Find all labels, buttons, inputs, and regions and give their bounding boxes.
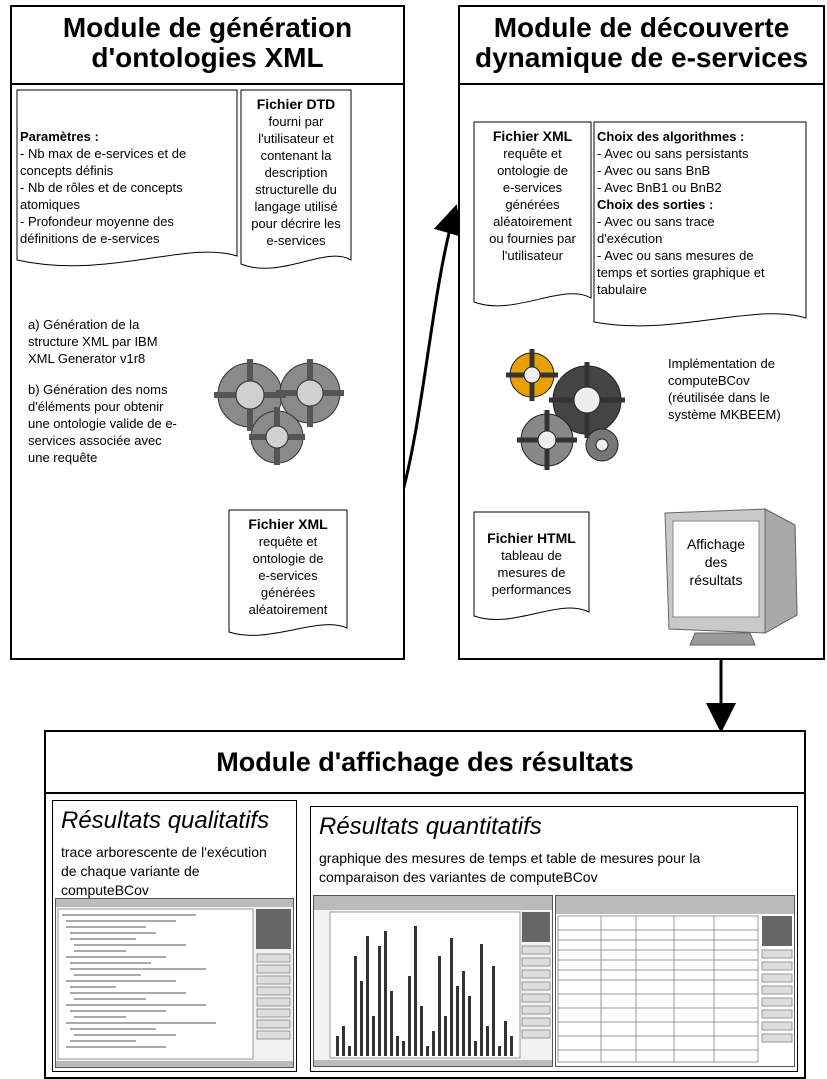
xml-output-line: ontologie de [252, 551, 324, 566]
quant-line: comparaison des variantes de computeBCov [319, 869, 598, 885]
step-b-line: une ontologie valide de e- [28, 416, 177, 431]
xml-input-line: requête et [503, 146, 562, 161]
xml-input-heading: Fichier XML [492, 128, 573, 144]
out-line: - Avec ou sans trace [597, 214, 715, 229]
implementation-text: Implémentation de computeBCov (réutilisé… [668, 355, 818, 423]
params-line: concepts définis [20, 163, 114, 178]
qualitative-title: Résultats qualitatifs [61, 807, 270, 834]
html-file-heading: Fichier HTML [487, 530, 576, 546]
dtd-line: pour décrire les [251, 216, 341, 231]
table-screenshot-image [556, 896, 794, 1063]
quant-line: graphique des mesures de temps et table … [319, 850, 701, 866]
params-line: définitions de e-services [20, 231, 160, 246]
table-screenshot [555, 895, 795, 1067]
step-b-line: d'éléments pour obtenir [28, 399, 164, 414]
monitor-line: Affichage [686, 536, 746, 552]
html-file-line: mesures de [497, 565, 566, 580]
algo-line: - Avec ou sans BnB [597, 163, 711, 178]
dtd-line: contenant la [260, 148, 332, 163]
gears-icon [506, 349, 625, 470]
chart-screenshot-image [314, 896, 552, 1066]
step-b-line: services associée avec [28, 433, 162, 448]
step-a-line: XML Generator v1r8 [28, 351, 146, 366]
xml-input-line: générées [505, 197, 560, 212]
generation-module-title: Module de génération d'ontologies XML [12, 7, 403, 85]
step-b-line: une requête [28, 450, 98, 465]
display-module-title: Module d'affichage des résultats [46, 732, 804, 794]
step-a-line: structure XML par IBM [28, 334, 158, 349]
params-document: Paramètres : - Nb max de e-services et d… [16, 89, 238, 267]
xml-input-line: aléatoirement [493, 214, 572, 229]
discovery-module-title: Module de découverte dynamique de e-serv… [460, 7, 823, 85]
monitor-icon [664, 508, 798, 646]
xml-output-heading: Fichier XML [248, 516, 328, 532]
params-line: - Nb max de e-services et de [20, 146, 187, 161]
out-line: tabulaire [597, 282, 647, 297]
step-b-line: b) Génération des noms [28, 382, 168, 397]
monitor-line: résultats [689, 572, 743, 588]
dtd-document: Fichier DTD fourni par l'utilisateur et … [240, 89, 352, 269]
xml-input-line: ou fournies par [489, 231, 576, 246]
qualitative-panel: Résultats qualitatifs trace arborescente… [52, 800, 297, 1072]
xml-output-line: requête et [258, 534, 318, 549]
xml-input-line: ontologie de [497, 163, 568, 178]
chart-screenshot [313, 895, 553, 1067]
out-line: temps et sorties graphique et [597, 265, 765, 280]
impl-line: système MKBEEM) [668, 407, 781, 422]
params-line: - Nb de rôles et de concepts [20, 180, 183, 195]
generation-steps: a) Génération de la structure XML par IB… [28, 316, 218, 466]
xml-output-line: aléatoirement [248, 602, 328, 617]
algo-line: - Avec ou sans persistants [597, 146, 749, 161]
qual-line: computeBCov [61, 882, 149, 898]
out-heading: Choix des sorties : [597, 197, 714, 212]
impl-line: computeBCov [668, 373, 750, 388]
dtd-line: e-services [266, 233, 326, 248]
dtd-line: langage utilisé [254, 199, 338, 214]
monitor-label: Affichage des résultats [673, 535, 759, 589]
gears-icon [214, 359, 344, 465]
html-file-document: Fichier HTML tableau de mesures de perfo… [473, 511, 590, 621]
xml-output-document: Fichier XML requête et ontologie de e-se… [228, 509, 348, 636]
dtd-line: fourni par [268, 114, 324, 129]
dtd-line: description [264, 165, 328, 180]
out-line: d'exécution [597, 231, 663, 246]
impl-line: (réutilisée dans le [668, 390, 770, 405]
dtd-line: l'utilisateur et [258, 131, 334, 146]
html-file-line: performances [491, 582, 572, 597]
impl-line: Implémentation de [668, 356, 775, 371]
quantitative-panel: Résultats quantitatifs graphique des mes… [310, 806, 798, 1072]
algo-heading: Choix des algorithmes : [597, 129, 745, 144]
quantitative-title: Résultats quantitatifs [319, 813, 542, 840]
quantitative-description: graphique des mesures de temps et table … [319, 849, 789, 887]
xml-input-line: e-services [502, 180, 563, 195]
qualitative-description: trace arborescente de l'exécution de cha… [61, 843, 267, 900]
html-file-line: tableau de [501, 548, 562, 563]
qual-line: de chaque variante de [61, 863, 200, 879]
dtd-heading: Fichier DTD [256, 96, 336, 112]
dtd-line: structurelle du [255, 182, 337, 197]
xml-input-document: Fichier XML requête et ontologie de e-se… [473, 121, 592, 307]
params-line: - Profondeur moyenne des [20, 214, 174, 229]
xml-input-line: l'utilisateur [501, 248, 563, 263]
trace-screenshot [55, 898, 294, 1068]
choices-document: Choix des algorithmes : - Avec ou sans p… [593, 121, 807, 327]
trace-screenshot-image [56, 899, 293, 1067]
params-heading: Paramètres : [20, 129, 99, 144]
xml-output-line: générées [260, 585, 316, 600]
out-line: - Avec ou sans mesures de [597, 248, 754, 263]
xml-output-line: e-services [258, 568, 318, 583]
monitor-line: des [704, 554, 728, 570]
params-line: atomiques [20, 197, 80, 212]
step-a-line: a) Génération de la [28, 317, 140, 332]
algo-line: - Avec BnB1 ou BnB2 [597, 180, 722, 195]
qual-line: trace arborescente de l'exécution [61, 844, 267, 860]
